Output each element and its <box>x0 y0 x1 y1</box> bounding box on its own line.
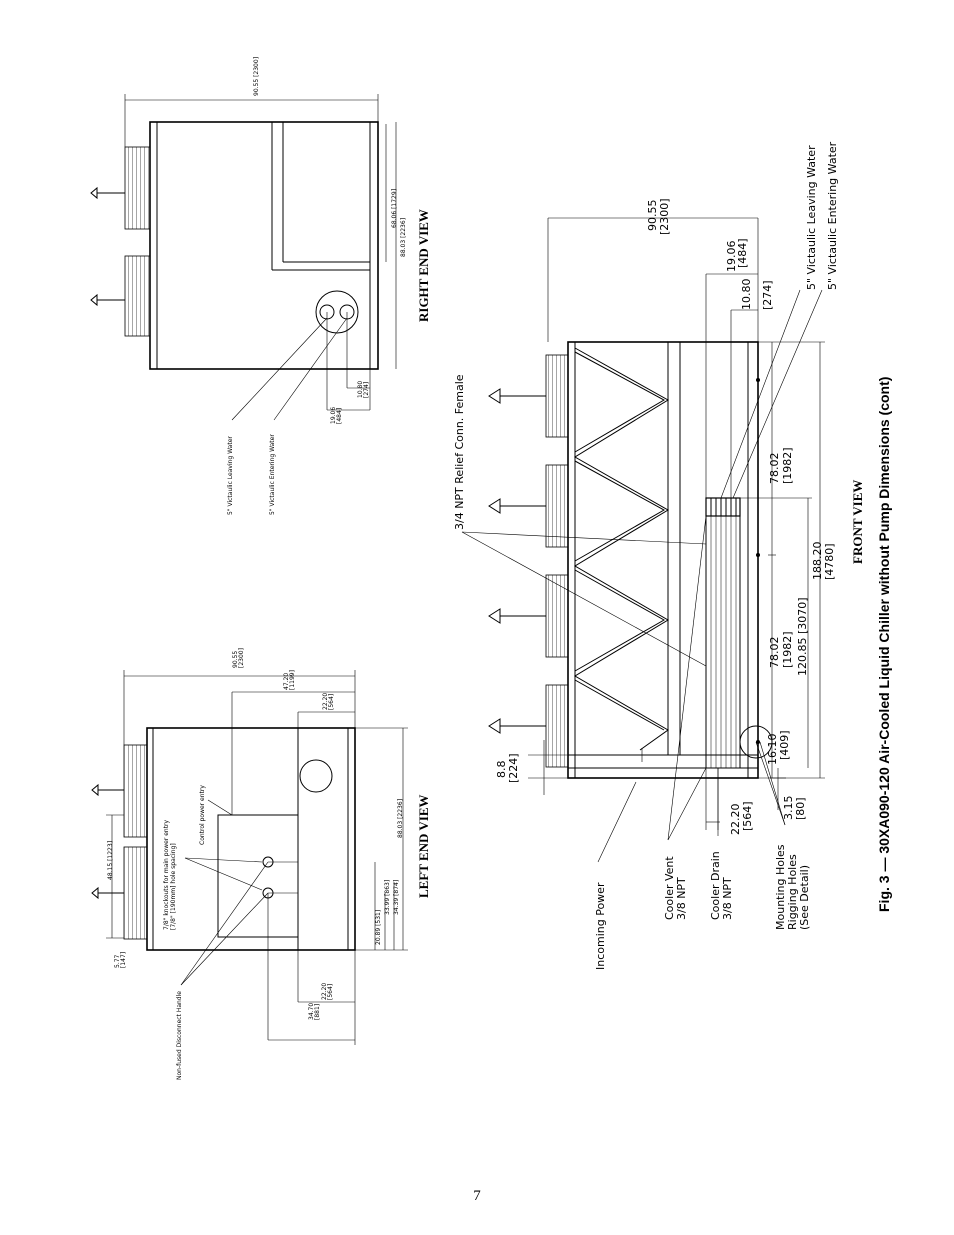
figure-caption: Fig. 3 — 30XA090-120 Air-Cooled Liquid C… <box>876 377 892 912</box>
front-dim-8-8: 8.8 <box>495 761 508 779</box>
front-dim-274: [274] <box>761 280 774 310</box>
front-callout-vent-1: Cooler Vent <box>663 856 676 920</box>
front-dim-484: [484] <box>736 238 749 268</box>
front-dim-120-85: 120.85 [3070] <box>796 597 809 676</box>
right-dim-88-03: 88.03 [2236] <box>400 218 407 257</box>
front-dim-78-02b: 78.02 <box>768 637 781 669</box>
page-number: 7 <box>473 1188 481 1204</box>
right-dim-19-06: 19.06 <box>330 407 337 424</box>
left-dim-48-15: 48.15 [1223] <box>107 841 114 880</box>
right-label-leaving: 5" Victaulic Leaving Water <box>227 436 234 515</box>
front-dim-188-20: 188.20 <box>811 542 824 581</box>
right-dim-top: 90.55 [2300] <box>253 57 260 96</box>
left-dim-34-70a: 34.70 <box>308 1003 315 1020</box>
left-end-opening <box>299 759 333 793</box>
front-dim-2300: [2300] <box>658 198 671 235</box>
front-callout-mount-2: Rigging Holes <box>786 854 799 930</box>
front-view: 90.55 [2300] 19.06 [484] 10.80 [274] 78.… <box>453 141 865 970</box>
front-dim-16-10: 16.10 <box>766 734 779 766</box>
left-dim-top-a: 90.55 <box>232 651 239 668</box>
left-dim-22-20a: 22.20 <box>322 693 329 710</box>
left-dim-22-20c: 22.20 <box>321 983 328 1000</box>
left-dim-5-77a: 5.77 <box>114 954 121 968</box>
left-dim-34-39: 34.39 [874] <box>393 880 400 915</box>
front-dim-564: [564] <box>741 801 754 831</box>
right-label-entering: 5" Victaulic Entering Water <box>269 434 276 515</box>
front-view-title: FRONT VIEW <box>850 480 865 564</box>
left-dim-22-20d: [564] <box>327 984 334 1000</box>
left-label-knockout-1: 7/8" knockouts for main power entry <box>163 819 170 930</box>
coil-zigzag <box>574 347 669 751</box>
front-dim-10-80: 10.80 <box>740 279 753 311</box>
front-dim-409: [409] <box>778 730 791 760</box>
front-callout-vent-2: 3/8 NPT <box>675 877 688 920</box>
front-dim-90-55: 90.55 <box>646 200 659 232</box>
left-dim-88-03: 88.03 [2236] <box>397 799 404 838</box>
front-dim-19-06: 19.06 <box>725 241 738 273</box>
left-end-view-title: LEFT END VIEW <box>416 794 431 898</box>
right-dim-274: [274] <box>363 382 370 398</box>
right-dim-68-06: 68.06 [1729] <box>391 189 398 228</box>
left-end-view: 90.55 [2300] 47.20 [1199] 22.20 [564] 88… <box>91 648 431 1080</box>
front-callout-drain-2: 3/8 NPT <box>721 877 734 920</box>
front-dim-1982b: [1982] <box>781 631 794 668</box>
water-connection-circle <box>315 290 359 334</box>
left-label-control: Control power entry <box>199 785 206 845</box>
front-callout-drain-1: Cooler Drain <box>709 851 722 920</box>
left-label-knockout-2: [7/8" [190mm] hole spacing] <box>170 843 177 930</box>
fan-stack-2 <box>124 255 151 337</box>
front-dim-78-02a: 78.02 <box>768 453 781 485</box>
left-fan-stack-1 <box>123 744 148 838</box>
right-dim-484: [484] <box>336 408 343 424</box>
front-dim-3-15: 3.15 <box>782 796 795 821</box>
left-dim-33-99: 33.99 [863] <box>384 880 391 915</box>
front-dim-1982a: [1982] <box>781 447 794 484</box>
right-end-view: 90.55 [2300] 68.06 [1729] 88.03 [2236] 1… <box>90 57 431 515</box>
front-callout-incoming-power: Incoming Power <box>594 882 607 970</box>
front-fans <box>488 354 569 768</box>
right-end-view-title: RIGHT END VIEW <box>416 209 431 322</box>
front-callout-relief: 3/4 NPT Relief Conn. Female <box>453 374 466 530</box>
left-dim-47-20b: [1199] <box>289 670 296 690</box>
left-dim-top-b: [2300] <box>238 648 245 668</box>
left-dim-22-20b: [564] <box>328 694 335 710</box>
left-label-disconnect: Non-fused Disconnect Handle <box>176 991 183 1080</box>
cooler-barrel <box>705 497 741 769</box>
left-fan-stack-2 <box>123 846 148 940</box>
right-dim-10-80: 10.80 <box>357 381 364 398</box>
left-dim-5-77b: [147] <box>120 952 127 968</box>
front-dim-4780: [4780] <box>823 543 836 580</box>
left-dim-47-20a: 47.20 <box>283 673 290 690</box>
left-dim-34-70b: [881] <box>314 1004 321 1020</box>
front-dim-224: [224] <box>507 753 520 783</box>
front-callout-mount-3: (See Detail) <box>798 865 811 930</box>
front-callout-entering: 5" Victaulic Entering Water <box>826 141 839 290</box>
front-callout-leaving: 5" Victaulic Leaving Water <box>805 145 818 290</box>
fan-stack-1 <box>124 146 151 230</box>
front-callout-mount-1: Mounting Holes <box>774 844 787 930</box>
front-dim-22-20: 22.20 <box>729 804 742 836</box>
left-dim-20-89: 20.89 [531] <box>375 910 382 945</box>
front-dim-80: [80] <box>794 797 807 820</box>
